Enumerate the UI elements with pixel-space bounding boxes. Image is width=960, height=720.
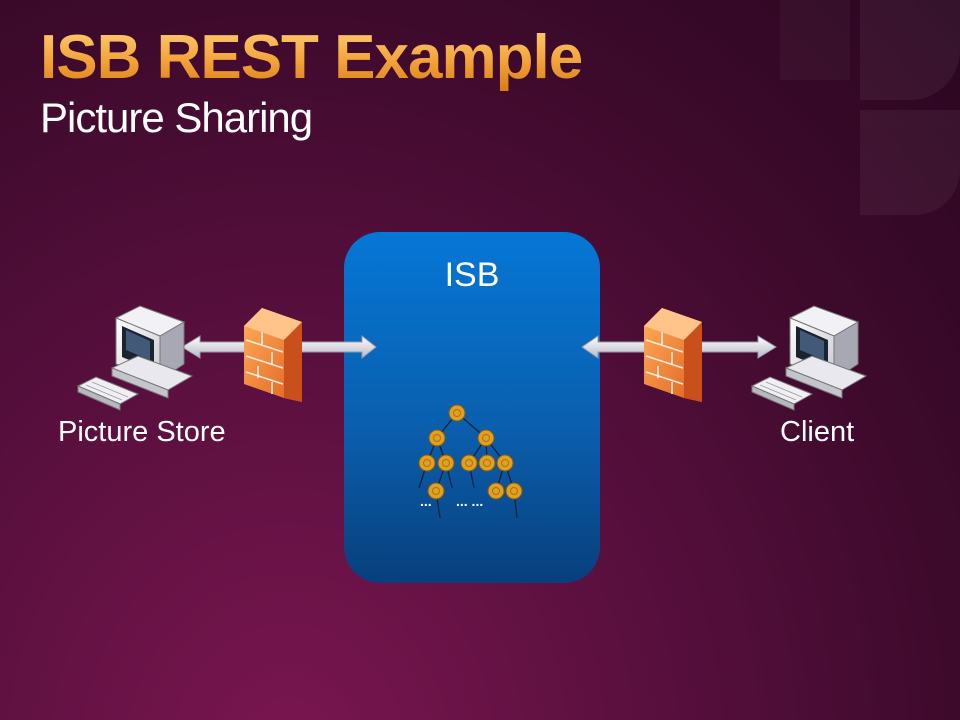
slide-subtitle: Picture Sharing: [40, 94, 313, 141]
isb-hub: ISB: [344, 232, 600, 583]
isb-label: ISB: [444, 256, 500, 294]
tree-ellipsis-right: ... ...: [456, 493, 483, 509]
client-computer-icon: [750, 305, 868, 411]
left-firewall-icon: [244, 308, 302, 402]
right-firewall-icon: [644, 308, 702, 402]
tree-ellipsis-left: ...: [420, 493, 432, 509]
naming-tree: ... ... ...: [418, 404, 523, 519]
picture-store-computer-icon: [76, 305, 194, 411]
picture-store-label: Picture Store: [58, 416, 226, 448]
background-decoration: [860, 0, 960, 215]
slide-title: ISB REST Example: [40, 23, 583, 92]
client-label: Client: [780, 416, 855, 448]
